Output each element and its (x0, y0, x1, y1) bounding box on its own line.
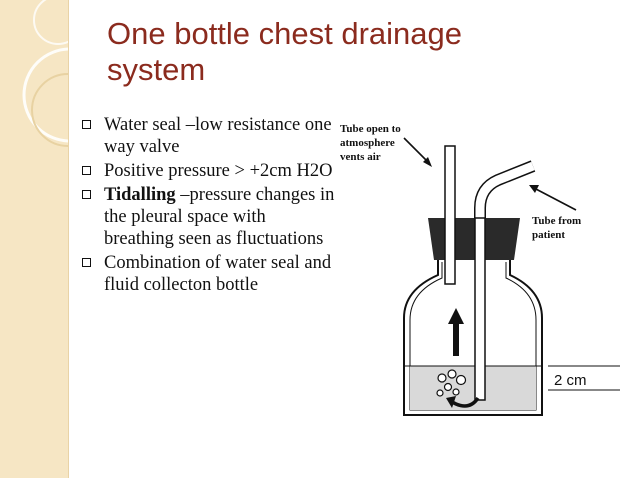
scale-label: 2 cm (554, 372, 587, 389)
curved-arrow-icon (446, 396, 480, 408)
decorative-side-band (0, 0, 69, 478)
square-bullet-icon (82, 166, 91, 175)
bottle (403, 260, 543, 416)
square-bullet-icon (82, 258, 91, 267)
pointer-arrow-icon (529, 185, 577, 211)
bullet-item: Water seal –low resistance one way valve (80, 114, 340, 158)
label-tube-from-line1: Tube from (532, 215, 581, 227)
bullet-bold-term: Tidalling (104, 185, 176, 205)
bullet-text: Water seal –low resistance one way valve (104, 115, 332, 157)
upward-arrow-icon (448, 308, 464, 356)
label-tube-open-line2: atmosphere (340, 137, 395, 149)
bullet-text: –pressure changes in the pleural space w… (104, 185, 335, 249)
bullet-item: Tidalling –pressure changes in the pleur… (80, 184, 340, 250)
bullet-text: Positive pressure > +2cm H2O (104, 161, 333, 181)
bullet-item: Combination of water seal and fluid coll… (80, 252, 340, 296)
patient-tube (474, 160, 536, 401)
label-tube-from-line2: patient (532, 229, 565, 241)
bullet-item: Positive pressure > +2cm H2O (80, 160, 340, 182)
square-bullet-icon (82, 190, 91, 199)
label-tube-open-line3: vents air (340, 151, 381, 163)
vent-tube (444, 145, 456, 285)
slide-title: One bottle chest drainage system (107, 16, 463, 87)
bullet-list: Water seal –low resistance one way valve… (80, 114, 340, 298)
scale-marker: 2 cm (548, 365, 620, 391)
decorative-circles (22, 0, 68, 147)
bullet-text: Combination of water seal and fluid coll… (104, 253, 332, 295)
square-bullet-icon (82, 120, 91, 129)
pointer-arrow-icon (403, 137, 432, 167)
air-bubbles-icon (436, 369, 467, 397)
label-tube-open-line1: Tube open to (340, 123, 401, 135)
rubber-stopper (428, 218, 520, 260)
drainage-bottle-diagram: Tube open to atmosphere vents air Tube f… (340, 123, 620, 416)
